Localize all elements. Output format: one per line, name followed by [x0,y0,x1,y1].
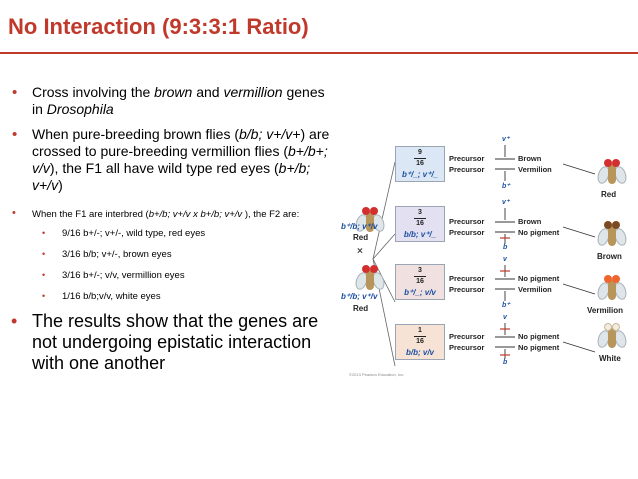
phenotype-white: White [599,354,621,363]
offspring-fly-white [595,320,629,352]
bullet-marker: • [12,84,18,101]
phenotype-red: Red [601,190,617,199]
bullet-cross: • Cross involving the brown and vermilli… [12,84,325,117]
sub-bullet-vermillion: •3/16 b+/-; v/v, vermillion eyes [42,270,185,281]
sub-bullet-white: •1/16 b/b;v/v, white eyes [42,291,161,302]
bullet-f1-interbred: • When the F1 are interbred (b+/b; v+/v … [12,207,300,220]
sub-bullet-red: •9/16 b+/-; v+/-, wild type, red eyes [42,228,206,239]
parent-label-bottom: Red [353,304,369,313]
parent-label-top: Red [353,233,369,242]
copyright-note: ©2013 Pearson Education, Inc. [349,372,405,377]
pathway-arrows [372,145,596,367]
title-divider [0,52,638,54]
bullet-marker: • [11,311,18,331]
parent-fly-top [353,204,387,236]
offspring-fly-vermilion [595,272,629,304]
cross-line-2 [372,233,396,260]
parent-genotype-top: b⁺/b; v⁺/v [341,222,378,231]
bullet-marker: • [12,207,16,219]
bullet-pure-breeding: • When pure-breeding brown flies (b/b; v… [12,126,330,193]
cross-symbol: × [357,246,363,257]
bullet-marker: • [12,126,18,143]
cross-line-1 [372,161,396,260]
phenotype-vermilion: Vermilion [587,306,624,315]
phenotype-brown: Brown [597,252,622,261]
offspring-fly-red [595,156,629,188]
parent-fly-bottom [353,262,387,294]
offspring-fly-brown [595,218,629,250]
sub-bullet-brown: •3/16 b/b; v+/-, brown eyes [42,249,172,260]
bullet-list: • Cross involving the brown and vermilli… [10,84,332,374]
bullet-conclusion: • The results show that the genes are no… [11,311,319,373]
parent-genotype-bottom: b⁺/b; v⁺/v [341,292,378,301]
slide-title: No Interaction (9:3:3:1 Ratio) [8,14,309,39]
